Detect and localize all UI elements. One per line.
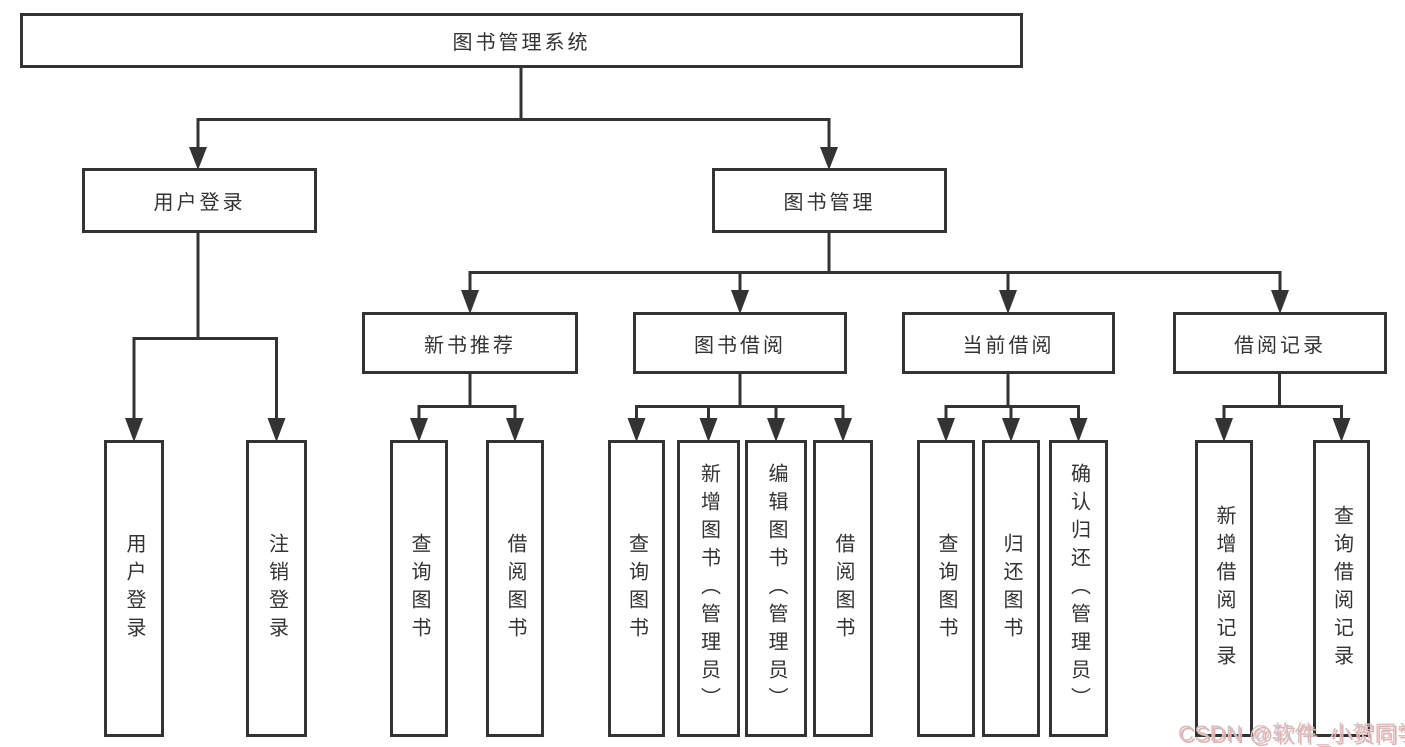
leaf-borrow-books-1: 借阅图书 <box>486 440 544 737</box>
node-new-books: 新书推荐 <box>362 312 578 374</box>
leaf-label: 借阅图书 <box>832 532 854 645</box>
leaf-label: 查询图书 <box>625 532 648 645</box>
leaf-label: 新增借阅记录 <box>1213 504 1235 673</box>
connector-user-login <box>132 231 278 420</box>
connector-root <box>196 66 831 150</box>
connector-book-borrow <box>635 373 845 420</box>
arrowhead-book-management-icon <box>461 290 1289 314</box>
leaf-label: 用户登录 <box>123 532 145 645</box>
leaf-query-books-3: 查询图书 <box>917 440 975 737</box>
connector-new-books <box>417 373 517 420</box>
arrowhead-user-login-icon <box>125 418 286 442</box>
arrowhead-new-books-icon <box>410 418 524 442</box>
leaf-edit-books-admin: 编辑图书（管理员） <box>745 440 807 737</box>
leaf-label: 查询图书 <box>935 532 957 645</box>
arrowhead-book-borrow-icon <box>627 418 852 442</box>
leaf-label: 查询借阅记录 <box>1330 504 1353 673</box>
leaf-query-books-2: 查询图书 <box>608 440 665 737</box>
leaf-label: 归还图书 <box>1000 532 1022 645</box>
leaf-user-login: 用户登录 <box>104 440 164 737</box>
arrowhead-borrow-records-icon <box>1215 418 1351 442</box>
node-root-system: 图书管理系统 <box>20 13 1023 68</box>
leaf-label: 查询图书 <box>408 532 430 645</box>
leaf-add-borrow-record: 新增借阅记录 <box>1195 440 1253 737</box>
node-book-borrow: 图书借阅 <box>633 312 847 374</box>
leaf-label: 借阅图书 <box>504 532 526 645</box>
connector-current-borrow <box>944 373 1080 420</box>
leaf-label: 注销登录 <box>265 532 288 645</box>
connector-borrow-records <box>1222 373 1343 420</box>
leaf-confirm-return-admin: 确认归还（管理员） <box>1049 440 1108 737</box>
leaf-return-books: 归还图书 <box>982 440 1040 737</box>
leaf-label: 确认归还（管理员） <box>1067 462 1090 715</box>
leaf-borrow-books-2: 借阅图书 <box>813 440 873 737</box>
leaf-query-borrow-record: 查询借阅记录 <box>1313 440 1370 737</box>
node-borrow-records: 借阅记录 <box>1173 312 1387 374</box>
leaf-logout: 注销登录 <box>246 440 307 737</box>
node-user-login: 用户登录 <box>82 168 317 233</box>
leaf-label: 新增图书（管理员） <box>697 462 720 715</box>
arrowhead-current-borrow-icon <box>937 418 1088 442</box>
node-book-management: 图书管理 <box>712 168 947 233</box>
watermark: CSDN @软件_小贺同学 <box>1178 721 1405 746</box>
leaf-label: 编辑图书（管理员） <box>765 462 787 715</box>
node-current-borrow: 当前借阅 <box>902 312 1115 374</box>
leaf-add-books-admin: 新增图书（管理员） <box>677 440 740 737</box>
leaf-query-books-1: 查询图书 <box>390 440 448 737</box>
arrowhead-root-icon <box>189 147 838 170</box>
connector-book-management <box>468 231 1282 292</box>
